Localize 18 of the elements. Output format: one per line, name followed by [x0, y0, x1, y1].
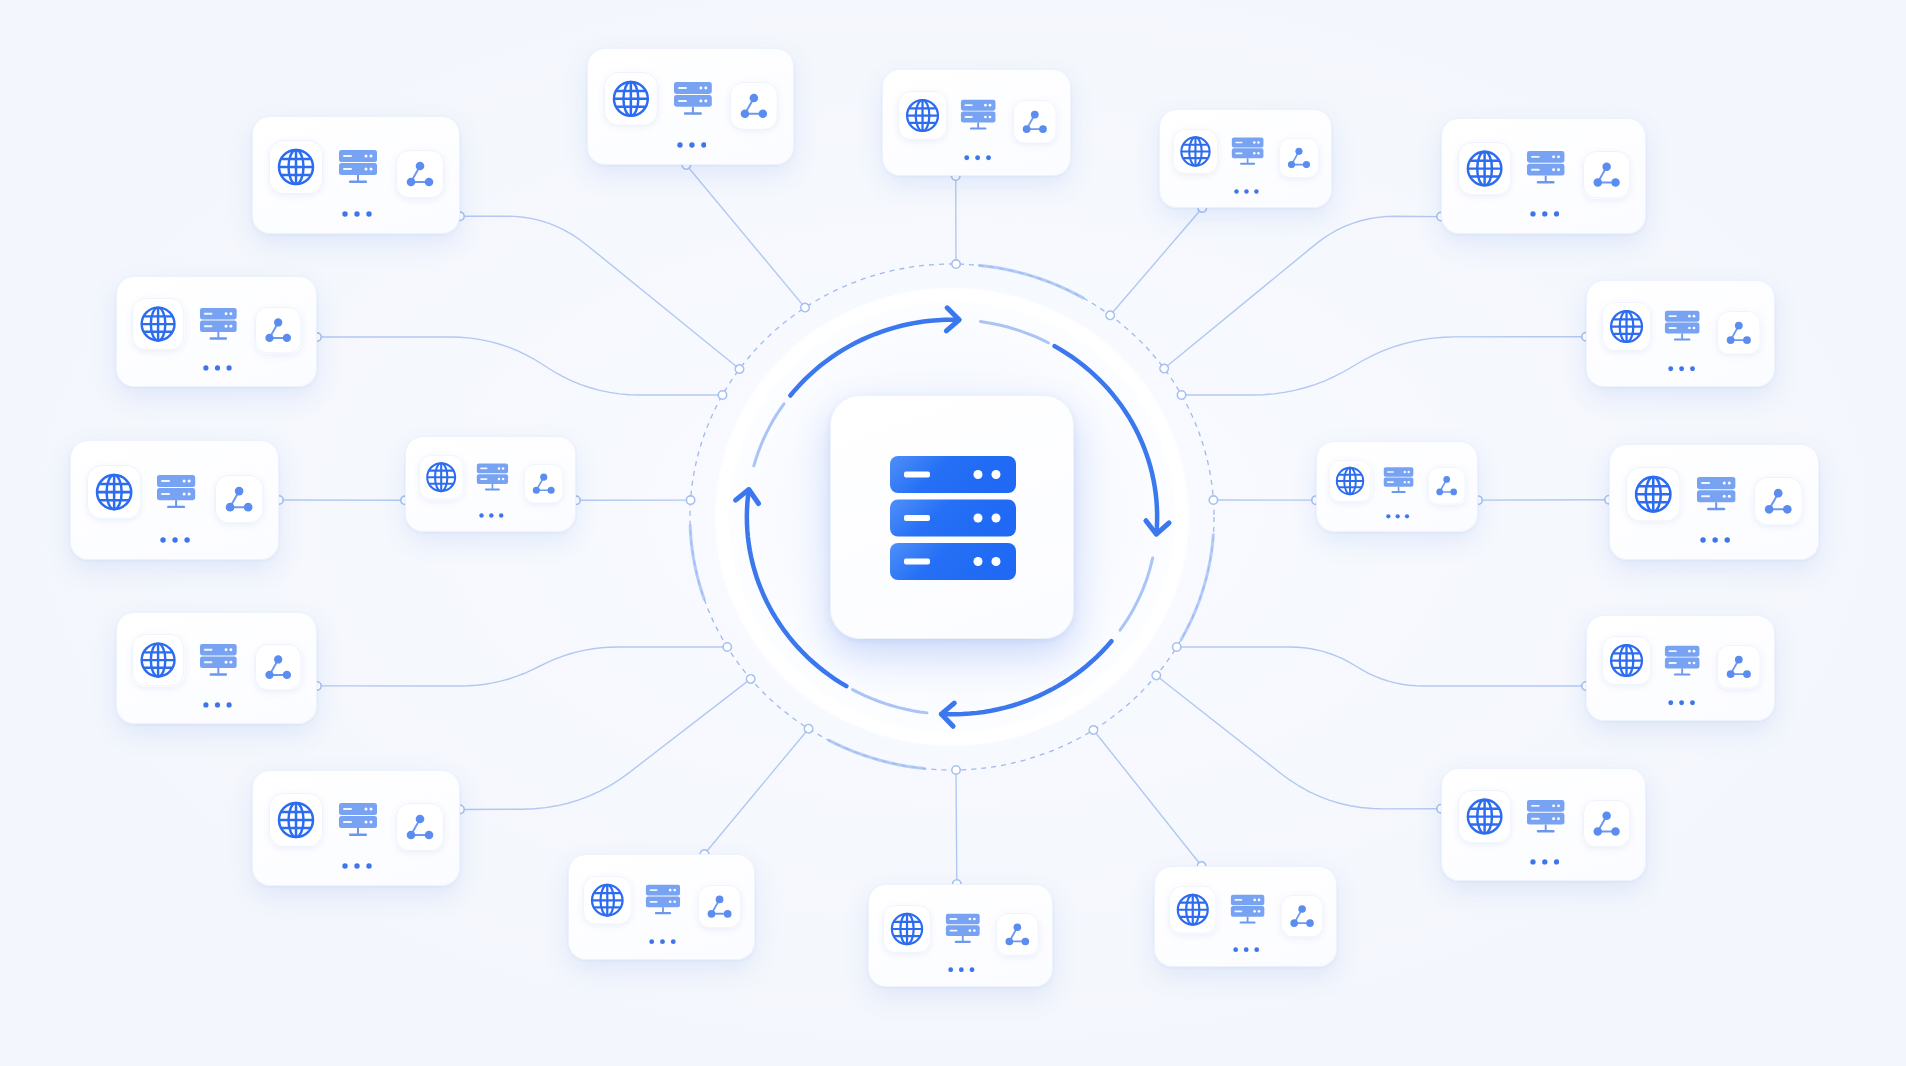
node-card	[882, 69, 1071, 176]
node-card	[587, 48, 794, 165]
node-card	[252, 116, 460, 234]
node-card	[252, 770, 460, 886]
node-card	[116, 612, 317, 724]
node-card	[1609, 444, 1819, 560]
node-card	[70, 440, 279, 560]
node-card	[1441, 118, 1646, 234]
node-card	[568, 854, 755, 960]
node-card	[116, 276, 317, 387]
node-card	[1316, 441, 1478, 532]
node-card	[405, 436, 576, 532]
node-card	[868, 884, 1053, 987]
node-card	[1154, 866, 1337, 967]
node-card	[1159, 109, 1332, 208]
node-card	[1586, 280, 1775, 387]
node-card	[1586, 615, 1775, 721]
node-card	[1441, 768, 1646, 881]
